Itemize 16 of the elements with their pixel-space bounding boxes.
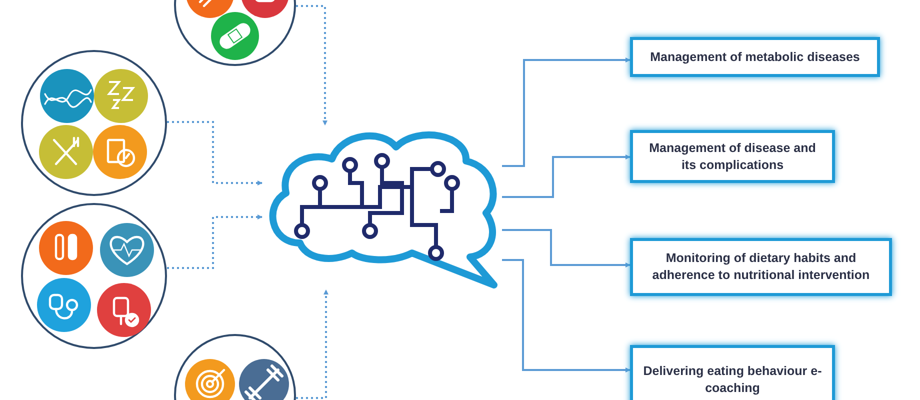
arrow bbox=[502, 259, 630, 372]
dotted-arrow bbox=[296, 5, 328, 126]
arrow bbox=[502, 229, 630, 268]
dotted-arrow bbox=[296, 290, 328, 399]
dotted-arrow bbox=[167, 214, 262, 269]
outcome-text: Monitoring of dietary habits and adherence to nutritional intervention bbox=[651, 250, 871, 284]
outcome-text: Delivering eating behaviour e-coaching bbox=[642, 363, 823, 397]
outcome-box bbox=[630, 345, 835, 400]
outcome-text: Management of metabolic diseases bbox=[650, 48, 860, 66]
outcome-box bbox=[630, 37, 880, 77]
arrow bbox=[502, 58, 630, 167]
arrow bbox=[502, 154, 630, 198]
outcome-box bbox=[630, 238, 892, 296]
outcome-text: Management of disease and its complications bbox=[648, 140, 817, 174]
outcome-box bbox=[630, 130, 835, 183]
dotted-arrow bbox=[167, 121, 262, 186]
